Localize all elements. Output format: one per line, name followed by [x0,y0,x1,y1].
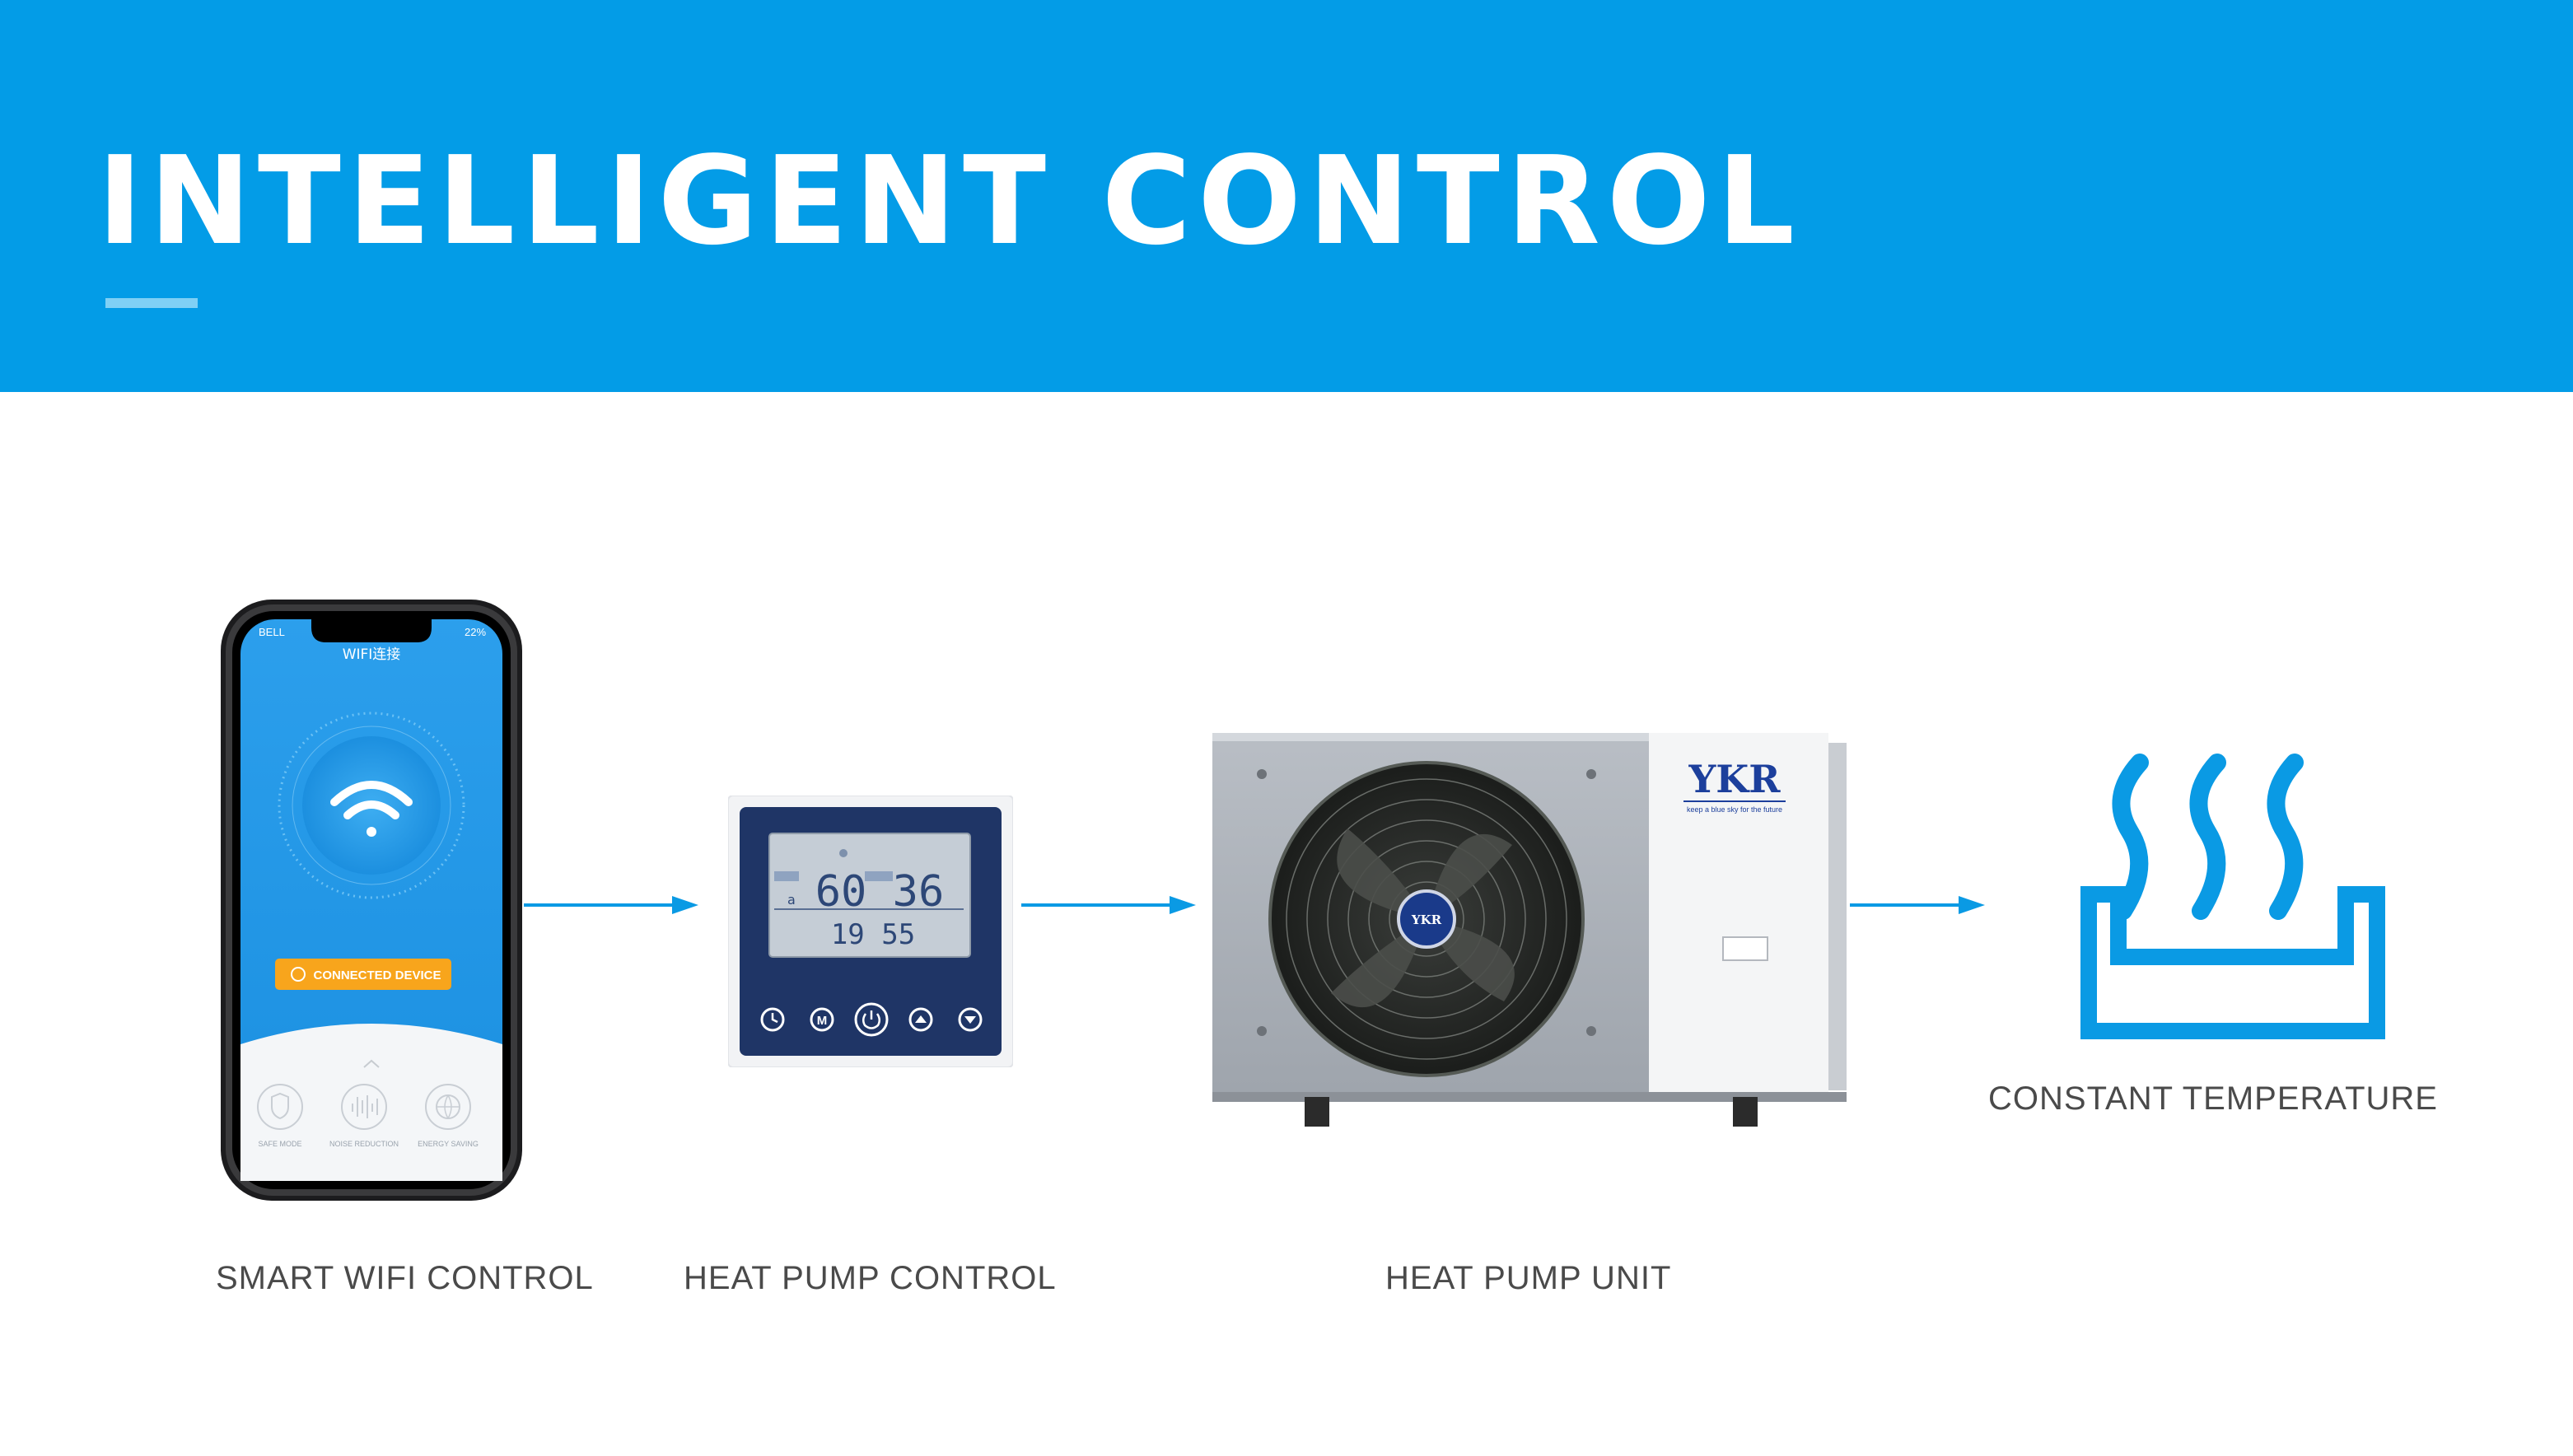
heat-waves-icon [2080,754,2385,1039]
page-title: INTELLIGENT CONTROL [97,130,1801,272]
smartphone-illustration: BELL 22% WIFI连接 CONNECTED DEVICE SAFE MO… [221,600,522,1201]
fan-blades [1331,828,1515,1008]
power-icon[interactable] [854,1002,889,1037]
lock-icon: a [787,892,796,908]
connected-device-button[interactable]: CONNECTED DEVICE [275,959,451,990]
caption-heat-pump-control: HEAT PUMP CONTROL [684,1260,1057,1296]
fan-hub-badge [1397,889,1456,949]
display-main-value: 60 36 [815,867,945,917]
flow-arrow [524,896,698,914]
caption-smart-wifi-control: SMART WIFI CONTROL [216,1260,594,1296]
wifi-icon [330,781,413,837]
chevron-up-icon[interactable] [363,1059,380,1068]
heat-pump-controller-illustration: 60 36 a 19 55 M [728,796,1013,1067]
status-carrier: BELL [259,626,285,638]
down-icon[interactable] [958,1007,983,1032]
heat-pump-unit-illustration: YKR YKR keep a blue sky for the future [1212,733,1847,1127]
feature-energy-saving[interactable]: ENERGY SAVING [418,1084,479,1148]
display-sub-value: 19 55 [831,918,915,951]
brand-name: YKR [1688,757,1781,801]
sound-wave-icon [341,1084,387,1130]
brand-slogan: keep a blue sky for the future [1687,805,1782,814]
flow-arrow [1850,896,1985,914]
up-icon[interactable] [908,1007,933,1032]
feature-label: SAFE MODE [258,1140,301,1148]
feature-label: NOISE REDUCTION [329,1140,399,1148]
mode-icon[interactable]: M [810,1007,834,1032]
flow-arrow [1021,896,1196,914]
caption-constant-temperature: CONSTANT TEMPERATURE [1988,1080,2438,1117]
title-underline [105,298,198,308]
app-title: WIFI连接 [343,646,401,663]
feature-label: ENERGY SAVING [418,1140,479,1148]
brand-logo: YKR keep a blue sky for the future [1683,757,1786,814]
header-banner: INTELLIGENT CONTROL [0,0,2573,392]
lcd-display [768,833,971,958]
caption-heat-pump-unit: HEAT PUMP UNIT [1385,1260,1672,1296]
service-panel-handle [1722,936,1768,961]
fan-badge-text: YKR [1411,912,1442,927]
clock-icon[interactable] [760,1007,785,1032]
shield-icon [257,1084,303,1130]
status-battery: 22% [465,626,486,638]
feature-noise-reduction[interactable]: NOISE REDUCTION [329,1084,399,1148]
svg-text:M: M [817,1014,828,1028]
feature-safe-mode[interactable]: SAFE MODE [257,1084,303,1148]
globe-icon [425,1084,471,1130]
connected-device-label: CONNECTED DEVICE [313,968,441,982]
